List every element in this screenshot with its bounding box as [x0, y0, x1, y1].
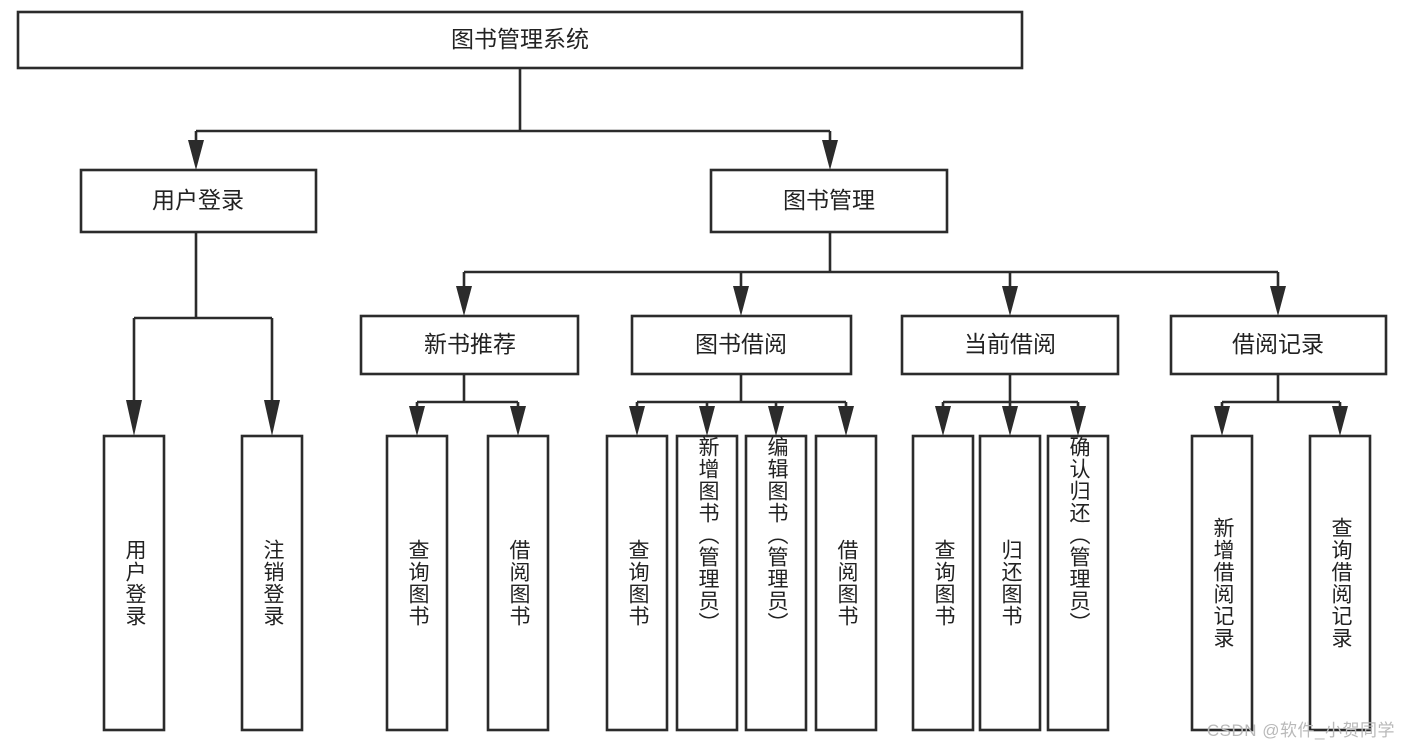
- node-leaf-logout-box[interactable]: [240, 434, 304, 732]
- node-leaf-user-login-box[interactable]: [102, 434, 166, 732]
- node-leaf-return-book-box[interactable]: [978, 434, 1042, 732]
- node-borrow-records-label: 借阅记录: [1232, 331, 1324, 357]
- arrow-to-newbook: [456, 286, 472, 316]
- node-user-login-label: 用户登录: [152, 187, 244, 213]
- arrow-leaf-user-login: [126, 400, 142, 436]
- node-leaf-query-book-1-box[interactable]: [385, 434, 449, 732]
- node-leaf-query-book-2-box[interactable]: [605, 434, 669, 732]
- arrow-borrow-leaf2: [699, 406, 715, 436]
- node-root-label: 图书管理系统: [451, 26, 589, 52]
- node-book-management-label: 图书管理: [783, 187, 875, 213]
- arrow-current-leaf2: [1002, 406, 1018, 436]
- node-user-login-box[interactable]: [79, 168, 318, 234]
- arrow-records-leaf1: [1214, 406, 1230, 436]
- node-leaf-query-record-box[interactable]: [1308, 434, 1372, 732]
- node-new-book-recommend-label: 新书推荐: [424, 331, 516, 357]
- node-borrow-records-box[interactable]: [1169, 314, 1388, 376]
- arrow-newbook-leaf1: [409, 406, 425, 436]
- node-book-borrow-label: 图书借阅: [695, 331, 787, 357]
- arrow-borrow-leaf3: [768, 406, 784, 436]
- node-leaf-borrow-book-1-box[interactable]: [486, 434, 550, 732]
- arrow-newbook-leaf2: [510, 406, 526, 436]
- arrow-to-records: [1270, 286, 1286, 316]
- node-new-book-recommend-box[interactable]: [359, 314, 580, 376]
- node-leaf-add-record-box[interactable]: [1190, 434, 1254, 732]
- node-borrow-records[interactable]: 借阅记录: [1169, 314, 1388, 376]
- node-current-borrow[interactable]: 当前借阅: [900, 314, 1120, 376]
- node-root-box[interactable]: [16, 10, 1024, 70]
- arrow-leaf-logout: [264, 400, 280, 436]
- node-current-borrow-label: 当前借阅: [964, 331, 1056, 357]
- node-leaf-borrow-book-2-box[interactable]: [814, 434, 878, 732]
- arrow-borrow-leaf4: [838, 406, 854, 436]
- arrow-to-current: [1002, 286, 1018, 316]
- node-leaf-query-book-3-box[interactable]: [911, 434, 975, 732]
- arrow-to-book-mgmt: [822, 140, 838, 170]
- node-leaf-add-book-box[interactable]: [675, 434, 739, 732]
- node-leaf-confirm-return-box[interactable]: [1046, 434, 1110, 732]
- arrow-current-leaf3: [1070, 406, 1086, 436]
- node-book-management[interactable]: 图书管理: [709, 168, 949, 234]
- arrow-to-borrow: [733, 286, 749, 316]
- node-leaf-edit-book-box[interactable]: [744, 434, 808, 732]
- node-book-management-box[interactable]: [709, 168, 949, 234]
- arrow-borrow-leaf1: [629, 406, 645, 436]
- node-new-book-recommend[interactable]: 新书推荐: [359, 314, 580, 376]
- arrow-records-leaf2: [1332, 406, 1348, 436]
- arrow-current-leaf1: [935, 406, 951, 436]
- node-user-login[interactable]: 用户登录: [79, 168, 318, 234]
- nodes-layer: 图书管理系统 用户登录 图书管理 新书推荐 图书借阅 当前: [16, 10, 1388, 732]
- node-root[interactable]: 图书管理系统: [16, 10, 1024, 70]
- csdn-watermark: CSDN @软件_小贺同学: [1206, 721, 1395, 740]
- edges-layer: [126, 68, 1348, 436]
- node-current-borrow-box[interactable]: [900, 314, 1120, 376]
- node-book-borrow[interactable]: 图书借阅: [630, 314, 853, 376]
- node-book-borrow-box[interactable]: [630, 314, 853, 376]
- arrow-to-user-login: [188, 140, 204, 170]
